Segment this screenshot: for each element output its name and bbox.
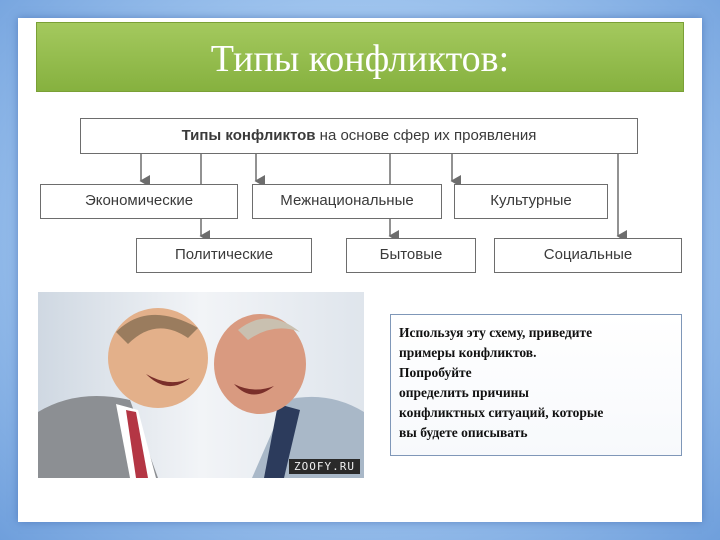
task-line: Используя эту схему, приведите [399, 325, 593, 340]
task-line: вы будете описывать [399, 425, 528, 440]
slide-title: Типы конфликтов: [210, 38, 510, 80]
type-domestic-box: Бытовые [346, 238, 476, 273]
slide: Типы конфликтов: Типы конфликтов на осно… [18, 18, 702, 522]
task-line: определить причины [399, 385, 529, 400]
task-text-box: Используя эту схему, приведите примеры к… [390, 314, 682, 456]
conflict-illustration [38, 292, 364, 478]
task-line: Попробуйте [399, 365, 472, 380]
type-interethnic-box: Межнациональные [252, 184, 442, 219]
task-line: примеры конфликтов. [399, 345, 537, 360]
title-bar: Типы конфликтов: [36, 22, 684, 92]
scheme-root-box: Типы конфликтов на основе сфер их проявл… [80, 118, 638, 154]
scheme-root-bold: Типы конфликтов [181, 127, 316, 144]
task-line: конфликтных ситуаций, которые [399, 405, 604, 420]
photo-watermark: ZOOFY.RU [289, 459, 360, 474]
type-social-box: Социальные [494, 238, 682, 273]
type-economic-box: Экономические [40, 184, 238, 219]
scheme-root-rest: на основе сфер их проявления [315, 127, 537, 144]
conflict-photo: ZOOFY.RU [38, 292, 364, 478]
type-political-box: Политические [136, 238, 312, 273]
type-cultural-box: Культурные [454, 184, 608, 219]
